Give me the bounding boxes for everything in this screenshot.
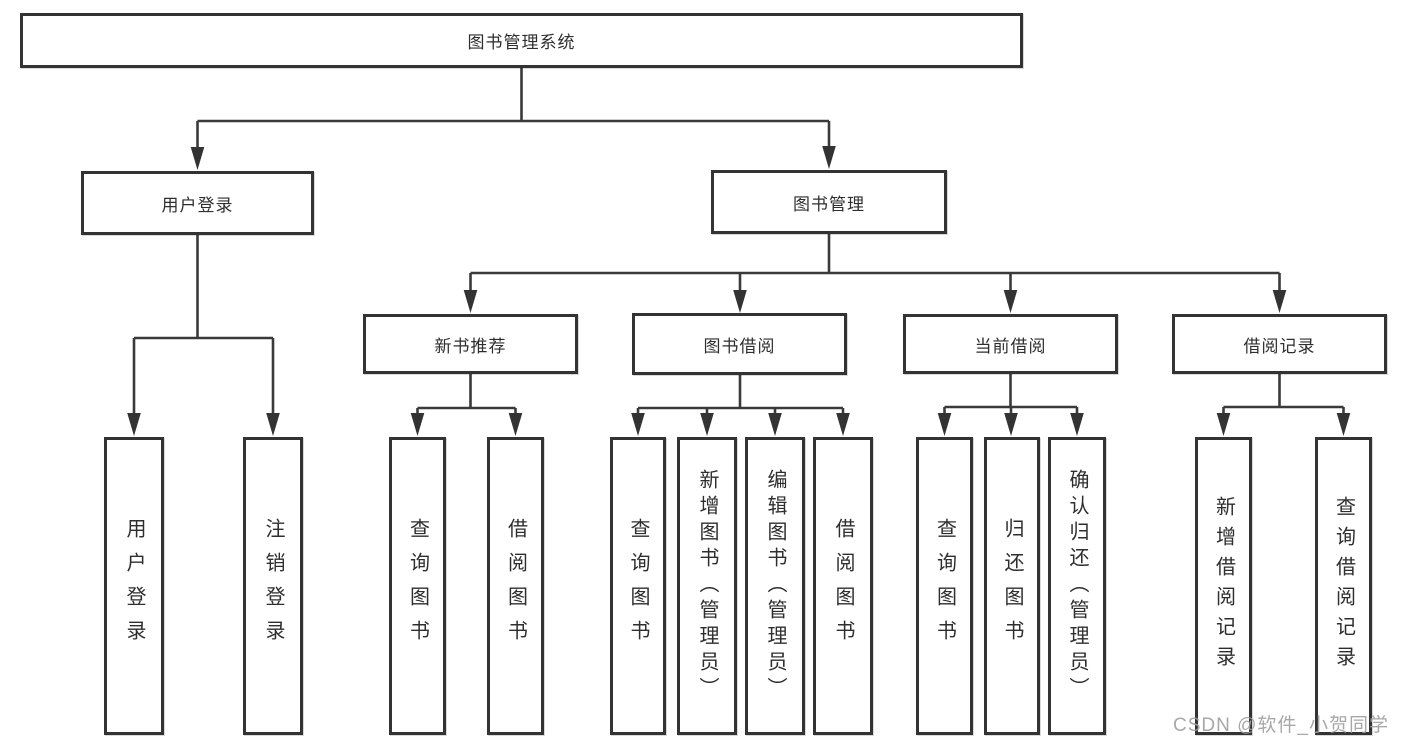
leaf-user-login: 用户登录 bbox=[104, 437, 164, 735]
node-label: 新增图书（管理员） bbox=[696, 469, 718, 703]
leaf-return-books: 归还图书 bbox=[984, 437, 1040, 735]
node-label: 确认归还（管理员） bbox=[1066, 469, 1088, 703]
leaf-query-books-borrowing: 查询图书 bbox=[610, 437, 666, 735]
leaf-edit-books-admin: 编辑图书（管理员） bbox=[745, 437, 805, 735]
node-label: 查询图书 bbox=[406, 518, 429, 654]
node-label: 图书管理系统 bbox=[467, 33, 576, 52]
node-label: 用户登录 bbox=[161, 195, 234, 215]
node-book-management: 图书管理 bbox=[711, 170, 947, 234]
node-borrowing-records: 借阅记录 bbox=[1172, 314, 1387, 374]
node-user-login: 用户登录 bbox=[81, 171, 314, 235]
arrowheads bbox=[127, 146, 1351, 436]
node-label: 借阅图书 bbox=[832, 518, 854, 654]
leaf-add-borrow-record: 新增借阅记录 bbox=[1195, 437, 1252, 735]
leaf-logout: 注销登录 bbox=[243, 437, 303, 735]
node-label: 编辑图书（管理员） bbox=[764, 469, 786, 703]
node-label: 归还图书 bbox=[1001, 518, 1023, 654]
node-current-borrowing: 当前借阅 bbox=[903, 314, 1118, 374]
csdn-watermark: CSDN @软件_小贺同学 bbox=[1173, 715, 1389, 736]
node-label: 新增借阅记录 bbox=[1212, 496, 1235, 676]
node-label: 新书推荐 bbox=[434, 336, 507, 356]
connector-path bbox=[132, 68, 1345, 416]
node-new-book-recommend: 新书推荐 bbox=[363, 314, 578, 374]
leaf-confirm-return-admin: 确认归还（管理员） bbox=[1048, 437, 1106, 735]
leaf-borrow-books: 借阅图书 bbox=[813, 437, 873, 735]
node-label: 图书管理 bbox=[793, 194, 865, 214]
node-book-borrowing: 图书借阅 bbox=[632, 313, 847, 375]
node-label: 查询图书 bbox=[627, 518, 649, 654]
node-label: 借阅记录 bbox=[1243, 336, 1316, 356]
node-label: 当前借阅 bbox=[974, 336, 1047, 356]
node-label: 用户登录 bbox=[123, 518, 145, 654]
node-label: 图书借阅 bbox=[703, 336, 776, 356]
node-library-management-system: 图书管理系统 bbox=[20, 13, 1023, 68]
leaf-query-books-recommend: 查询图书 bbox=[389, 437, 446, 735]
node-label: 注销登录 bbox=[262, 518, 284, 654]
node-label: 借阅图书 bbox=[504, 518, 527, 654]
node-label: 查询借阅记录 bbox=[1332, 496, 1355, 676]
leaf-query-books-current: 查询图书 bbox=[916, 437, 973, 735]
leaf-add-books-admin: 新增图书（管理员） bbox=[677, 437, 737, 735]
leaf-query-borrow-record: 查询借阅记录 bbox=[1315, 437, 1372, 735]
node-label: 查询图书 bbox=[933, 518, 956, 654]
leaf-borrow-books-recommend: 借阅图书 bbox=[487, 437, 544, 735]
